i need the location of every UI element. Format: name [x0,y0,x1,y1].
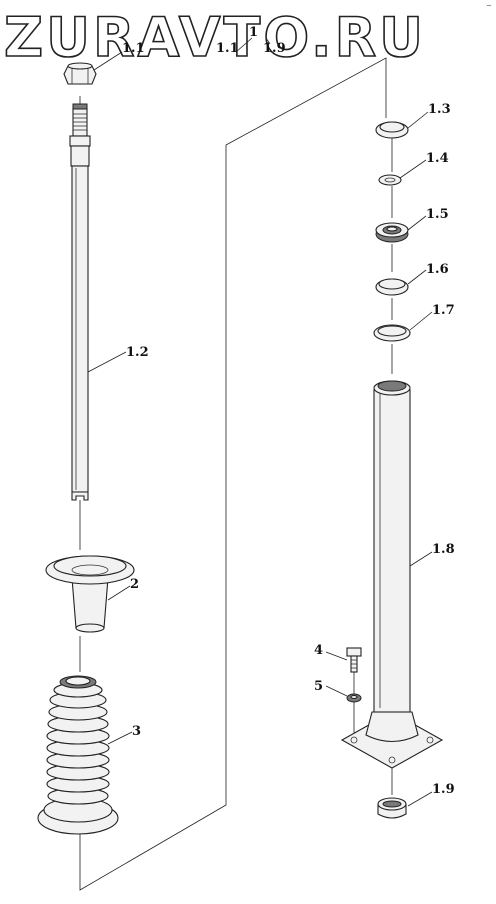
label-1-9-top: 1.9 [263,41,286,56]
label-1-2: 1.2 [126,345,149,360]
label-1-1-left: 1.1 [122,41,145,56]
ring-part-1-6 [375,278,409,296]
label-5: 5 [314,679,323,694]
boot-part [37,675,119,835]
label-leaders [87,37,433,807]
cap-part-1-9 [377,797,407,819]
corner-mark: ~ [486,2,492,10]
part-labels: 1.1 1 1.1 1.9 1.2 2 3 1.3 1.4 1.5 1.6 1.… [122,25,455,797]
label-2: 2 [130,577,139,592]
label-1-5: 1.5 [426,207,449,222]
label-1: 1 [249,25,258,40]
label-3: 3 [132,724,141,739]
assembly-lines [79,57,393,891]
watermark-text: ZURAVTO.RU [4,6,426,69]
bolt-part-4 [346,647,362,673]
label-1-4: 1.4 [426,151,449,166]
nut-part [63,62,97,85]
ring-part-1-3 [375,121,409,139]
label-1-8: 1.8 [432,542,455,557]
tube-part-1-8 [340,380,444,769]
label-1-6: 1.6 [426,262,449,277]
boot-coils [46,682,110,805]
washer-part-1-4 [378,174,402,186]
bearing-part-1-5 [375,222,409,243]
label-1-7: 1.7 [432,303,455,318]
label-1-9: 1.9 [432,782,455,797]
label-1-1-mid: 1.1 [216,41,239,56]
bushing-part [45,555,135,633]
label-1-3: 1.3 [428,102,451,117]
label-4: 4 [314,643,323,658]
snap-ring-part-1-7 [373,324,411,342]
washer-part-5 [346,693,362,703]
shaft-part [69,103,91,501]
